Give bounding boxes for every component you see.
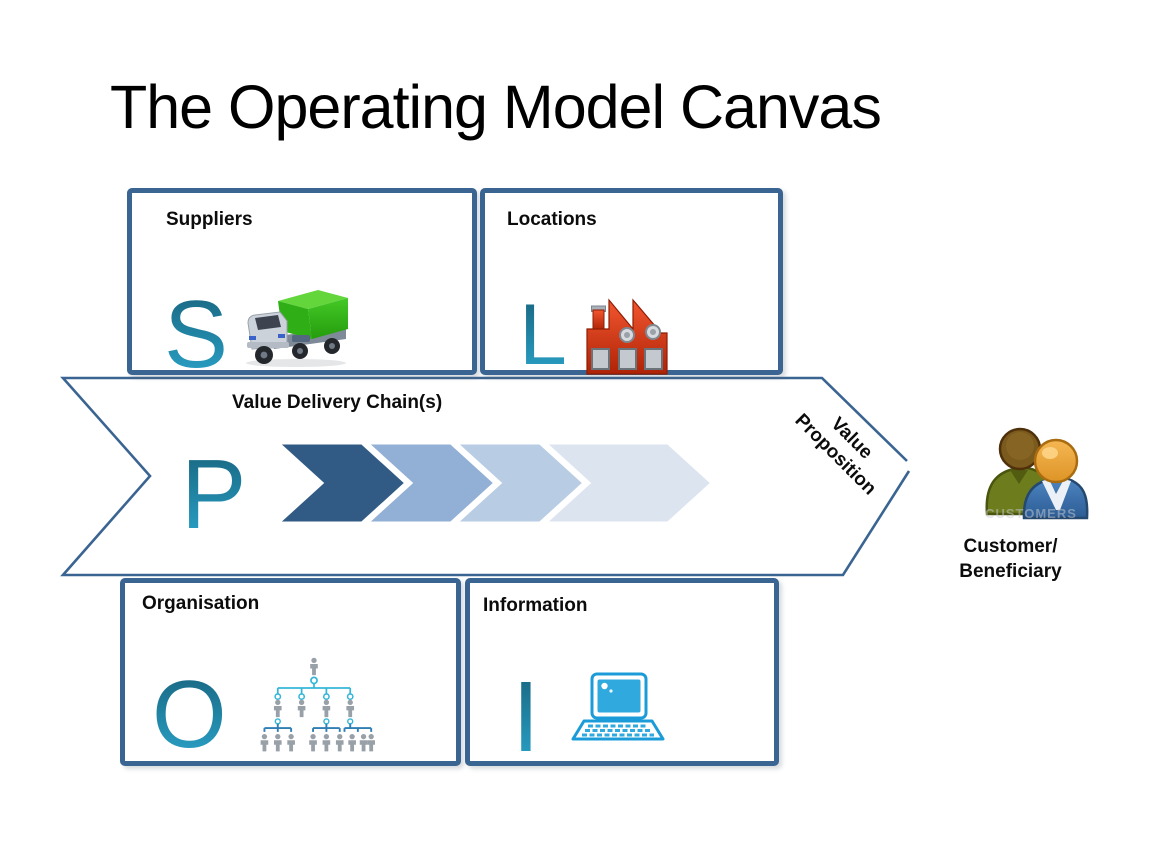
svg-text:I: I — [512, 669, 534, 761]
letter-o: O — [152, 663, 227, 758]
process-band-outline — [60, 376, 911, 577]
information-label: Information — [483, 595, 588, 616]
letter-p: P — [181, 443, 242, 539]
suppliers-box: Suppliers S — [127, 188, 477, 377]
locations-label: Locations — [507, 209, 597, 230]
svg-text:O: O — [152, 663, 227, 758]
people-icon — [985, 427, 1089, 520]
value-delivery-chain-label: Value Delivery Chain(s) — [232, 392, 443, 413]
letter-i: I — [512, 669, 534, 761]
customer-beneficiary-label: Customer/ Beneficiary — [928, 534, 1093, 584]
chevron-2 — [363, 441, 498, 525]
page-title: The Operating Model Canvas — [110, 73, 882, 141]
letter-s: S — [164, 285, 228, 377]
svg-text:S: S — [164, 285, 228, 377]
org-chart-icon — [260, 657, 375, 752]
chevron-4 — [541, 441, 715, 525]
svg-text:L: L — [519, 293, 565, 371]
customer-watermark: CUSTOMERS — [985, 506, 1077, 521]
locations-box: Locations L — [480, 188, 783, 375]
customer-label-line1: Customer/ — [963, 536, 1058, 557]
laptop-icon — [571, 672, 665, 741]
organisation-box: Organisation O — [120, 578, 461, 766]
svg-text:P: P — [181, 443, 242, 539]
organisation-label: Organisation — [142, 593, 260, 614]
information-box: Information I — [465, 578, 779, 766]
letter-l: L — [519, 293, 565, 371]
suppliers-label: Suppliers — [166, 209, 253, 230]
customer-label-line2: Beneficiary — [959, 561, 1062, 582]
chevron-1 — [274, 441, 409, 525]
truck-icon — [246, 290, 348, 367]
chevron-3 — [452, 441, 587, 525]
factory-icon — [586, 298, 668, 375]
